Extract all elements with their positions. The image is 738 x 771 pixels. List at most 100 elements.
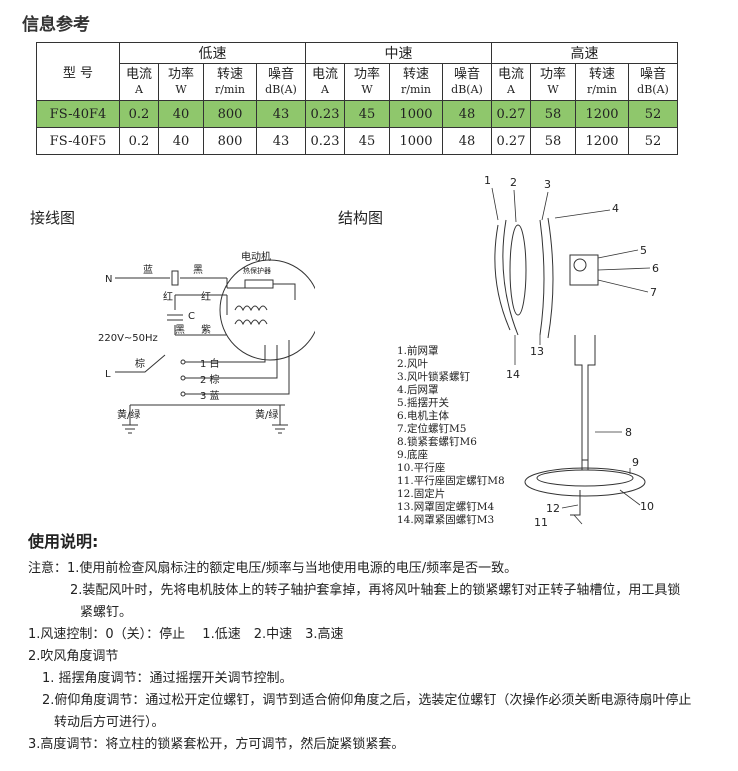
- value-cell: 0.23: [305, 127, 345, 155]
- value-cell: 45: [344, 127, 390, 155]
- protector-label: 热保护器: [243, 266, 271, 275]
- usage-line: 紧螺钉。: [80, 605, 133, 620]
- wire-l: L: [105, 369, 111, 380]
- callout-13: 13: [530, 345, 544, 358]
- sub-header-label: 转速: [402, 67, 429, 82]
- sub-header-label: 噪音: [639, 67, 666, 82]
- sub-header-unit: A: [507, 83, 515, 96]
- model-cell: FS-40F4: [36, 100, 120, 128]
- sub-header-unit: A: [321, 83, 329, 96]
- wiring-diagram: N L 蓝 黑 电动机 热保护器 红 红 C 220V~50Hz 黑 紫 棕 1…: [98, 250, 315, 434]
- callout-9: 9: [632, 456, 639, 469]
- usage-line: 2.俯仰角度调节：通过松开定位螺钉，调节到适合俯仰角度之后，选装定位螺钉（次操作…: [42, 693, 692, 708]
- voltage-label: 220V~50Hz: [98, 333, 158, 344]
- part-item: 5.摇摆开关: [397, 397, 450, 409]
- callout-4: 4: [612, 202, 619, 215]
- model-cell: FS-40F5: [36, 127, 120, 155]
- part-item: 9.底座: [397, 449, 429, 461]
- wire-brown: 棕: [135, 357, 145, 370]
- usage-section: 使用说明: 注意：1.使用前检查风扇标注的额定电压/频率与当地使用电源的电压/频…: [28, 528, 728, 756]
- sub-header-unit: W: [547, 83, 559, 96]
- usage-title: 使用说明:: [28, 532, 99, 551]
- callout-7: 7: [650, 286, 657, 299]
- sub-header-unit: W: [175, 83, 187, 96]
- part-item: 6.电机主体: [397, 410, 450, 422]
- value-cell: 1200: [575, 127, 629, 155]
- sub-header-unit: dB(A): [451, 83, 483, 96]
- value-cell: 40: [158, 100, 204, 128]
- sub-header-label: 电流: [497, 67, 524, 82]
- usage-line: 2.装配风叶时，先将电机肢体上的转子轴护套拿掉，再将风叶轴套上的锁紧螺钉对正转子…: [70, 583, 681, 598]
- value-cell: 52: [628, 127, 678, 155]
- value-cell: 0.2: [119, 100, 159, 128]
- sub-header-unit: r/min: [587, 83, 617, 96]
- capacitor-label: C: [188, 311, 195, 322]
- callout-3: 3: [544, 178, 551, 191]
- sub-header-unit: dB(A): [265, 83, 297, 96]
- value-cell: 0.23: [305, 100, 345, 128]
- usage-line: 2.吹风角度调节: [28, 649, 119, 664]
- sub-header-label: 功率: [167, 67, 194, 82]
- sub-header-unit: dB(A): [637, 83, 669, 96]
- value-cell: 800: [203, 100, 257, 128]
- value-cell: 43: [256, 100, 306, 128]
- part-item: 11.平行座固定螺钉M8: [397, 475, 505, 487]
- usage-line: 1.风速控制：0（关）：停止 1.低速 2.中速 3.高速: [28, 627, 344, 642]
- structure-diagram: 1 2 3 4 5 6 7 8 9 10 11 12 13 14: [484, 174, 659, 529]
- switch-1: 1 白: [200, 357, 220, 370]
- wire-purple: 紫: [201, 324, 211, 336]
- value-cell: 0.27: [491, 100, 531, 128]
- value-cell: 0.27: [491, 127, 531, 155]
- sub-header-label: 功率: [539, 67, 566, 82]
- part-item: 8.锁紧套螺钉M6: [397, 436, 477, 448]
- callout-2: 2: [510, 176, 517, 189]
- value-cell: 58: [530, 100, 576, 128]
- value-cell: 52: [628, 100, 678, 128]
- structure-callouts: 1 2 3 4 5 6 7 8 9 10 11 12 13 14: [484, 174, 659, 529]
- sub-header-label: 噪音: [453, 67, 480, 82]
- value-cell: 40: [158, 127, 204, 155]
- sub-header-unit: A: [135, 83, 143, 96]
- part-item: 3.风叶锁紧螺钉: [397, 371, 471, 383]
- value-cell: 0.2: [119, 127, 159, 155]
- sub-header-unit: W: [361, 83, 373, 96]
- value-cell: 43: [256, 127, 306, 155]
- sub-header-label: 电流: [311, 67, 338, 82]
- group-low: 低速: [119, 42, 306, 64]
- wire-red-2: 红: [201, 290, 211, 303]
- model-header: 型 号: [36, 42, 120, 101]
- sub-header-label: 转速: [588, 67, 615, 82]
- value-cell: 1000: [389, 100, 443, 128]
- part-item: 10.平行座: [397, 462, 446, 474]
- callout-1: 1: [484, 174, 491, 187]
- value-cell: 800: [203, 127, 257, 155]
- callout-6: 6: [652, 262, 659, 275]
- sub-header-label: 噪音: [267, 67, 294, 82]
- callout-5: 5: [640, 244, 647, 257]
- part-item: 4.后网罩: [397, 384, 439, 396]
- info-title: 信息参考: [22, 15, 90, 35]
- motor-label: 电动机: [241, 250, 271, 263]
- usage-line: 1. 摇摆角度调节：通过摇摆开关调节控制。: [42, 671, 293, 686]
- usage-line: 转动后方可进行）。: [54, 715, 165, 730]
- value-cell: 1000: [389, 127, 443, 155]
- sub-header-label: 电流: [125, 67, 152, 82]
- value-cell: 1200: [575, 100, 629, 128]
- sub-header-unit: r/min: [401, 83, 431, 96]
- wire-black-2: 黑: [175, 324, 185, 336]
